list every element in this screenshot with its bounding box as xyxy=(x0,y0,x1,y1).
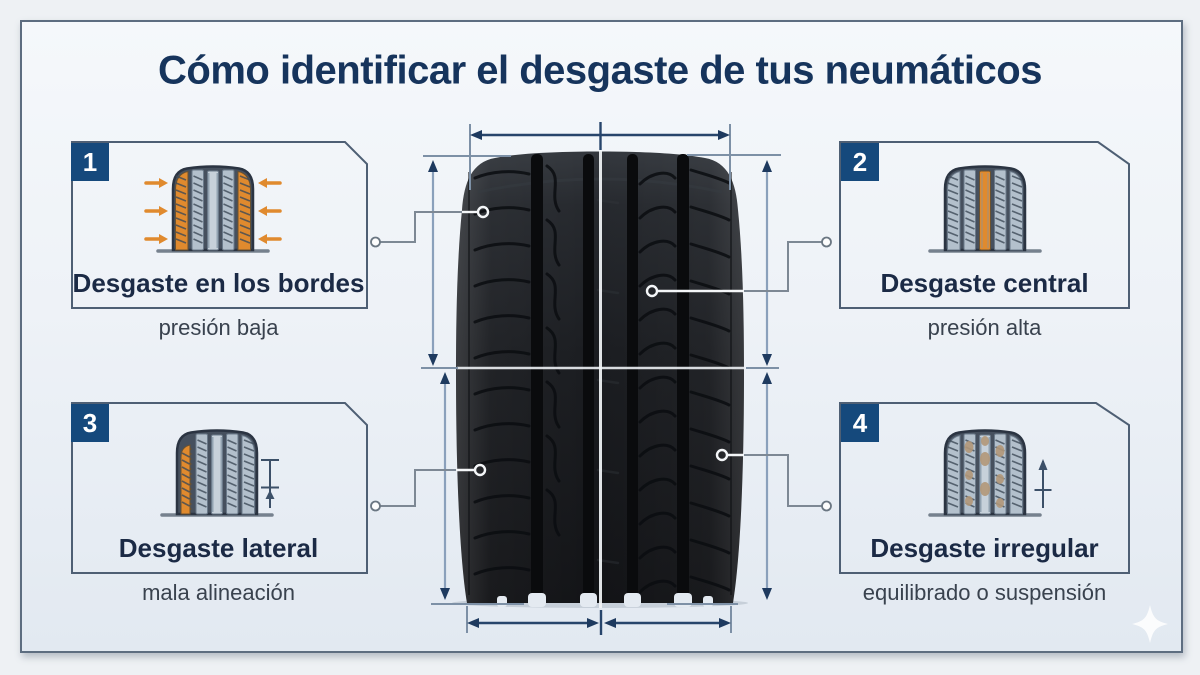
connector-point-irregular xyxy=(715,448,729,462)
callout-2-label: Desgaste central xyxy=(880,268,1089,298)
callout-central: 2 Desgaste central presión alta xyxy=(840,142,1129,340)
connector-dot-edges xyxy=(370,236,381,248)
tread-depth-indicator-lateral xyxy=(261,459,279,508)
callout-lateral: 3 Desgaste lateral mala alineación xyxy=(70,403,367,605)
tread-sipes-left-rib xyxy=(473,170,531,576)
callout-3-subtitle: mala alineación xyxy=(142,580,295,605)
connector-dot-lateral xyxy=(370,500,381,512)
callout-3-number-badge: 3 xyxy=(71,404,109,442)
callout-4-label: Desgaste irregular xyxy=(870,533,1099,563)
tire-irregular-wear-icon xyxy=(928,429,1042,517)
connector-dot-irregular xyxy=(821,500,832,512)
callout-box-outlines xyxy=(71,141,1130,574)
tread-sipes-right-rib xyxy=(689,168,731,592)
tread-notch xyxy=(703,596,713,607)
callout-4-number-badge: 4 xyxy=(841,404,879,442)
pressure-arrows-left xyxy=(144,178,168,244)
tread-depth-indicator-irregular xyxy=(1034,459,1052,508)
callout-2-subtitle: presión alta xyxy=(927,315,1042,340)
connector-point-lateral xyxy=(473,463,487,477)
callout-irregular: 4 Desgaste irregular equilibrado o suspe… xyxy=(840,403,1129,605)
sparkle-logo xyxy=(1132,605,1168,643)
callout-box-2 xyxy=(839,141,1130,309)
tire-groove xyxy=(627,154,638,600)
tread-notch xyxy=(497,596,507,607)
tire-center-reference-line xyxy=(599,142,602,608)
connector-point-edges xyxy=(476,205,490,219)
callout-edges: 1 Desgaste en los bordes presión baja xyxy=(70,142,367,340)
tread-notch xyxy=(624,593,641,607)
callout-4-subtitle: equilibrado o suspensión xyxy=(862,580,1107,605)
callout-1-subtitle: presión baja xyxy=(158,315,279,340)
callout-2-number-badge: 2 xyxy=(841,143,879,181)
pressure-arrows-right xyxy=(258,178,282,244)
tire-edge-wear-icon xyxy=(144,165,282,253)
dimension-lines xyxy=(421,122,781,635)
tread-sipes-fourth-rib xyxy=(638,171,677,594)
tire-groove xyxy=(677,154,689,600)
tire-groove xyxy=(583,154,594,600)
tire-groove xyxy=(531,154,543,600)
callout-3-label: Desgaste lateral xyxy=(118,533,319,563)
tread-notch xyxy=(580,593,597,607)
connector-point-central xyxy=(645,284,659,298)
connector-dot-central xyxy=(821,236,832,248)
callout-connectors xyxy=(370,205,832,512)
page-title: Cómo identificar el desgaste de tus neum… xyxy=(158,48,1042,93)
tire-side-wear-icon xyxy=(160,429,274,517)
wear-patches xyxy=(964,436,1005,508)
tread-notch xyxy=(528,593,546,607)
callout-box-4 xyxy=(839,402,1130,574)
callout-1-number-badge: 1 xyxy=(71,143,109,181)
callout-1-label: Desgaste en los bordes xyxy=(72,268,365,298)
callout-box-3 xyxy=(71,402,368,574)
callout-box-1 xyxy=(71,141,368,309)
tire-center-wear-icon xyxy=(928,165,1042,253)
